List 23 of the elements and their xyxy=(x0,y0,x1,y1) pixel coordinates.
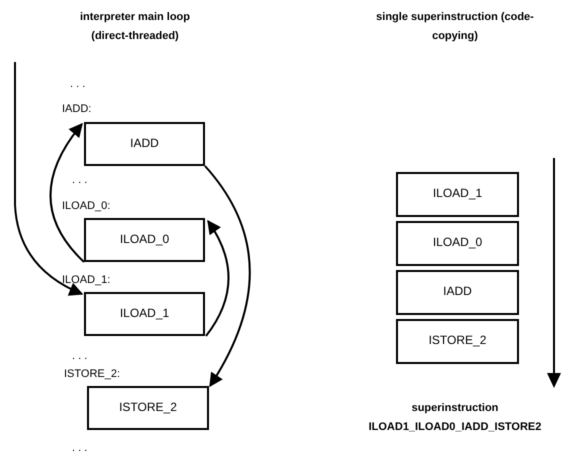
ellipsis: . . . xyxy=(70,78,86,90)
address-label: ILOAD_0: xyxy=(62,200,110,212)
arrow xyxy=(205,220,230,337)
address-label: IADD: xyxy=(62,103,92,115)
heading: superinstruction ILOAD1_ILOAD0_IADD_ISTORE2 xyxy=(368,401,542,435)
ellipsis: . . . xyxy=(72,350,88,362)
instruction-box: ILOAD_0 xyxy=(396,221,519,266)
instruction-box: ISTORE_2 xyxy=(396,319,519,364)
instruction-box: ILOAD_0 xyxy=(84,218,205,262)
instruction-box: ILOAD_1 xyxy=(396,172,519,217)
ellipsis: . . . xyxy=(72,442,88,454)
instruction-box: ISTORE_2 xyxy=(87,386,209,430)
heading: single superinstruction (code-copying) xyxy=(375,10,535,44)
heading: interpreter main loop (direct-threaded) xyxy=(78,10,192,44)
instruction-box: IADD xyxy=(396,270,519,315)
arrow xyxy=(204,165,251,388)
instruction-box: ILOAD_1 xyxy=(84,292,205,336)
address-label: ILOAD_1: xyxy=(62,274,110,286)
instruction-box: IADD xyxy=(84,122,205,166)
arrow xyxy=(14,62,84,296)
address-label: ISTORE_2: xyxy=(64,368,120,380)
arrow xyxy=(50,122,85,263)
ellipsis: . . . xyxy=(72,174,88,186)
